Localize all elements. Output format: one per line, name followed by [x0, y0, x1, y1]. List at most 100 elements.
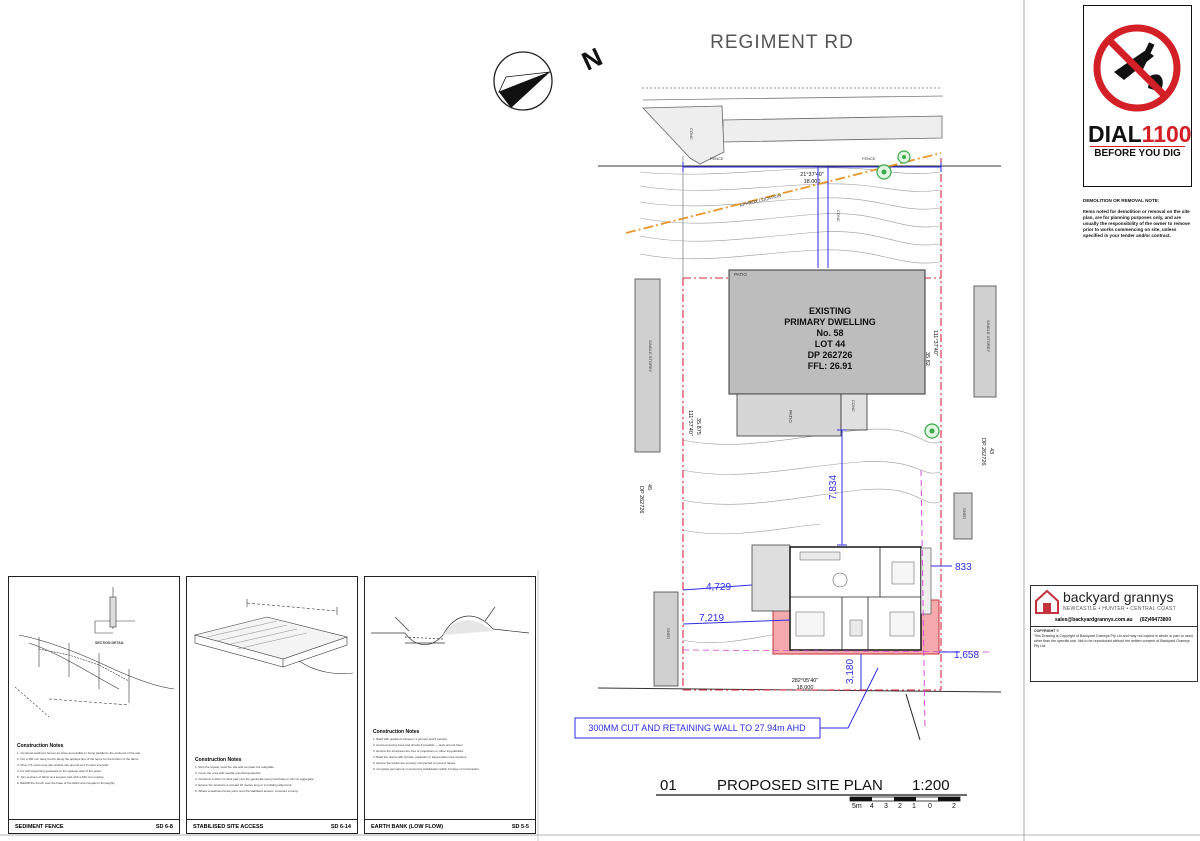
side-length-left: 35.875: [695, 418, 701, 435]
scale-tick-3: 2: [898, 803, 902, 810]
lot-left: 45: [646, 484, 652, 490]
driveway-conc-label: CONC: [836, 210, 841, 222]
proposed-granny-flat: [751, 544, 940, 655]
bank-note: 3. Ensure the structures are free of pro…: [373, 748, 464, 753]
scale-bar: [849, 796, 961, 802]
detail-earth-bank: Construction Notes 1. Build with gradien…: [364, 576, 536, 834]
bank-note: 2. Avoid removing trees and shrubs if po…: [373, 742, 464, 747]
bank-notes: 1. Build with gradients between 1 percen…: [373, 737, 529, 772]
dp-left: DP 262726: [638, 486, 644, 513]
bank-notes-title: Construction Notes: [373, 729, 420, 735]
brand-copyright: COPYRIGHT © This Drawing is Copyright of…: [1034, 629, 1194, 649]
road-reserve: [642, 87, 944, 165]
front-bearing: 21°37'40": [800, 172, 824, 178]
bank-name: EARTH BANK (LOW FLOW): [371, 823, 444, 830]
access-note: 5. Where a sediment fence joins onto the…: [195, 788, 299, 793]
rear-length: 18.000: [797, 685, 814, 691]
fence-label-top-right: FENCE: [862, 156, 876, 161]
patio-bottom-label: PATIO: [788, 410, 793, 423]
brand-name: backyard grannys: [1063, 589, 1174, 605]
sediment-name: SEDIMENT FENCE: [15, 823, 64, 830]
dwelling-line-6: FFL: 26.91: [808, 361, 853, 371]
existing-dwelling: [728, 269, 926, 437]
dwelling-line-4: LOT 44: [815, 339, 846, 349]
access-notes: 1. Strip the topsoil, level the site and…: [195, 765, 351, 795]
single-storey-right: SINGLE STOREY: [986, 320, 991, 352]
access-note: 3. Construct a 200 mm thick pad over the…: [195, 776, 315, 781]
company-logo-block: backyard grannys NEWCASTLE • HUNTER • CE…: [1030, 585, 1198, 682]
access-notes-title: Construction Notes: [195, 757, 242, 763]
dim-right-2: 1,658: [954, 650, 979, 661]
dial-title: DIAL: [1088, 121, 1142, 147]
single-storey-left: SINGLE STOREY: [648, 340, 653, 372]
access-footer: STABILISED SITE ACCESS SD 6-14: [187, 819, 357, 833]
sediment-note: 6. Backfill the trench over the base of …: [17, 780, 116, 785]
house-logo-icon: [1035, 589, 1059, 614]
dial-number: 1100: [1141, 121, 1192, 147]
access-note: 2. Cover the area with needle-punched ge…: [195, 770, 262, 775]
north-arrow-icon: [493, 51, 553, 111]
dial-subtitle: BEFORE YOU DIG: [1094, 148, 1181, 159]
detail-sediment-fence: SECTION DETAIL Construction Notes 1. Con…: [8, 576, 180, 834]
tree-icons: [876, 150, 940, 439]
scale-tick-0: 5m: [852, 803, 862, 810]
side-length-right: 35.82: [924, 352, 930, 366]
lot-right: 43: [988, 448, 994, 454]
dwelling-line-3: No. 58: [816, 328, 843, 338]
brand-subtitle: NEWCASTLE • HUNTER • CENTRAL COAST: [1063, 606, 1176, 612]
dim-left-2: 7,219: [699, 613, 724, 624]
sediment-fence-drawing: [14, 587, 175, 718]
shed-left-label: SHED: [666, 628, 671, 639]
callout-text: 300MM CUT AND RETAINING WALL TO 27.94m A…: [588, 723, 806, 733]
callout-leader: [820, 667, 879, 729]
front-length: 18.000: [804, 179, 821, 185]
road-name: REGIMENT RD: [710, 32, 854, 53]
sediment-footer: SEDIMENT FENCE SD 6-8: [9, 819, 179, 833]
sediment-note: 3. Drive 1.5 metre long star pickets int…: [17, 762, 109, 767]
side-bearing-right: 111°37'40": [932, 330, 938, 356]
contour-lines: [639, 167, 941, 643]
bank-code: SD 5-5: [511, 823, 529, 830]
dwelling-line-2: PRIMARY DWELLING: [784, 317, 876, 327]
bank-note: 5. Ensure the banks are properly compact…: [373, 760, 457, 765]
dwelling-line-5: DP 262726: [808, 350, 853, 360]
sediment-notes-title: Construction Notes: [17, 743, 64, 749]
sediment-note: 5. Join sections of fabric at a support …: [17, 774, 105, 779]
bank-footer: EARTH BANK (LOW FLOW) SD 5-5: [365, 819, 535, 833]
sediment-section-label: SECTION DETAIL: [95, 641, 124, 645]
dp-right: DP 262726: [980, 438, 986, 465]
access-note: 1. Strip the topsoil, level the site and…: [195, 765, 275, 769]
scale-tick-5: 0: [928, 803, 932, 810]
setback-line: [920, 469, 926, 731]
scale-tick-2: 3: [884, 803, 888, 810]
copyright-title: COPYRIGHT ©: [1034, 629, 1060, 633]
bank-note: 4. Build the drains with circular, parab…: [373, 754, 468, 759]
scale-tick-1: 4: [870, 803, 874, 810]
sewer-line: [625, 152, 942, 234]
sediment-note: 4. Fix self-supporting geotextile to the…: [17, 768, 102, 773]
bank-note: 1. Build with gradients between 1 percen…: [373, 737, 448, 741]
sediment-note: 2. Cut a 150 mm deep trench along the up…: [17, 756, 140, 761]
tree-icon: [924, 423, 940, 439]
demolition-note: DEMOLITION OR REMOVAL NOTE: Items noted …: [1083, 198, 1193, 239]
dial-before-you-dig-logo: DIAL1100 BEFORE YOU DIG: [1083, 5, 1192, 187]
tree-icon: [897, 150, 911, 164]
neighbour-buildings: [634, 278, 997, 687]
demolition-note-title: DEMOLITION OR REMOVAL NOTE:: [1083, 198, 1160, 203]
plan-scale: 1:200: [912, 777, 950, 794]
site-access-drawing: [193, 599, 354, 674]
access-code: SD 6-14: [330, 823, 351, 830]
label-conc-road: CONC: [689, 128, 694, 140]
dwelling-line-1: EXISTING: [809, 306, 851, 316]
dim-right-1: 833: [955, 562, 972, 573]
detail-stabilised-site-access: Construction Notes 1. Strip the topsoil,…: [186, 576, 358, 834]
demolition-note-body: Items noted for demolition or removal on…: [1083, 209, 1190, 238]
earth-bank-drawing: [371, 606, 530, 645]
front-fence: [682, 162, 942, 172]
bank-note: 6. Complete permanent or temporary stabi…: [373, 766, 480, 771]
rear-bearing: 282°05'40": [792, 678, 819, 684]
no-dig-icon: [1093, 24, 1181, 112]
setback-line-rear: [682, 649, 991, 653]
sediment-code: SD 6-8: [155, 823, 173, 830]
